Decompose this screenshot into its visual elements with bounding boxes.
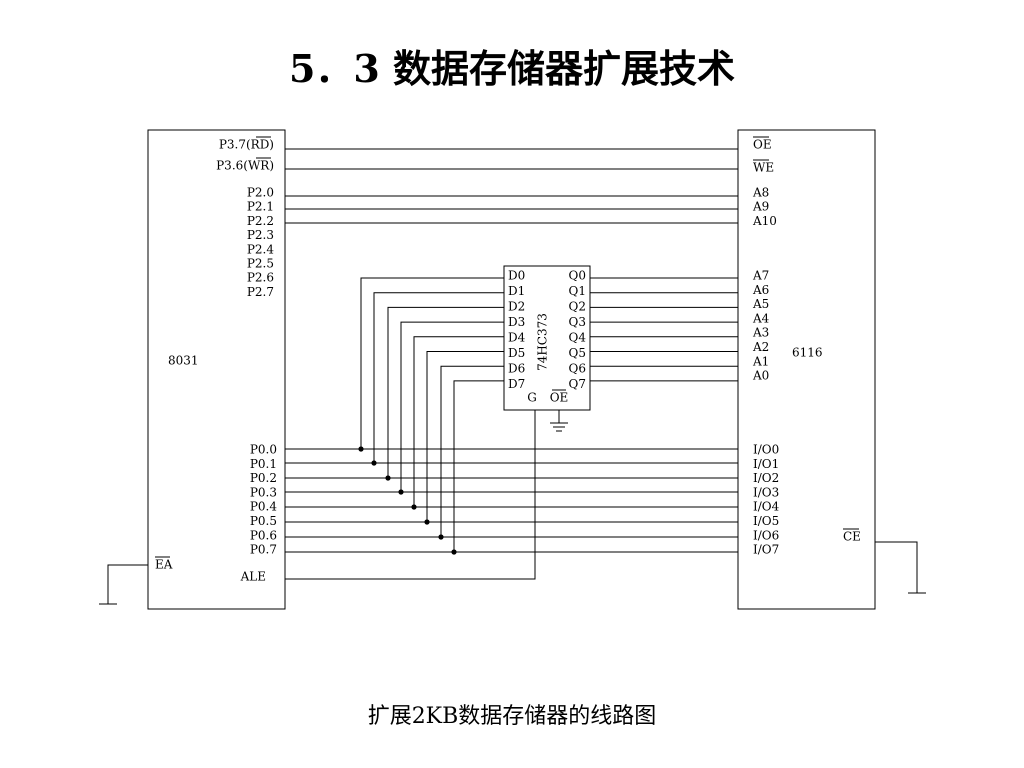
wire-ale-to-g bbox=[285, 410, 536, 580]
junction-dot bbox=[398, 489, 404, 495]
junction-dot bbox=[451, 549, 457, 555]
pin-label-6116-io3: I/O3 bbox=[753, 485, 779, 499]
pin-label-p0-2: P0.2 bbox=[250, 471, 277, 485]
page-title: 5．3 数据存储器扩展技术 bbox=[288, 46, 736, 91]
pin-label-p2-5: P2.5 bbox=[247, 257, 274, 271]
pin-label-6116-a9: A9 bbox=[752, 200, 769, 214]
pin-label-6116-a8: A8 bbox=[752, 186, 769, 200]
pin-label-p3-7-rd: P3.7(RD) bbox=[219, 138, 274, 152]
pin-label-6116-io4: I/O4 bbox=[753, 500, 780, 514]
pin-label-6116-io6: I/O6 bbox=[753, 528, 779, 542]
pin-label-6116-a3: A3 bbox=[752, 326, 769, 340]
wire-p0-1-to-d1 bbox=[373, 292, 504, 463]
pin-label-373-q1: Q1 bbox=[569, 284, 586, 298]
junction-dot bbox=[411, 504, 417, 510]
pin-label-p0-5: P0.5 bbox=[250, 514, 277, 528]
pin-label-373-d2: D2 bbox=[508, 300, 525, 314]
pin-label-ale: ALE bbox=[240, 570, 266, 584]
pin-label-373-d5: D5 bbox=[508, 346, 525, 360]
pin-label-373-q3: Q3 bbox=[569, 315, 586, 329]
chip-8031 bbox=[147, 129, 286, 610]
pin-label-373-d0: D0 bbox=[508, 269, 525, 283]
junction-dot bbox=[358, 446, 364, 452]
pin-label-6116-a0: A0 bbox=[752, 369, 769, 383]
pin-label-p2-4: P2.4 bbox=[247, 242, 275, 256]
pin-label-p3-6-wr: P3.6(WR) bbox=[216, 159, 274, 173]
pin-label-p0-4: P0.4 bbox=[250, 500, 278, 514]
pin-label-p0-3: P0.3 bbox=[250, 485, 277, 499]
pin-label-373-d6: D6 bbox=[508, 362, 525, 376]
wire-p0-5-to-d5 bbox=[426, 351, 504, 522]
wire-ce-ground bbox=[875, 541, 918, 593]
pin-label-p2-7: P2.7 bbox=[247, 285, 274, 299]
pin-label-6116-ce: CE bbox=[843, 530, 861, 544]
diagram-caption: 扩展2KB数据存储器的线路图 bbox=[367, 704, 657, 729]
wire-p0-4-to-d4 bbox=[413, 336, 504, 507]
pin-label-6116-a6: A6 bbox=[752, 283, 769, 297]
wire-p0-0-to-d0 bbox=[360, 277, 504, 449]
pin-label-373-oe: OE bbox=[550, 391, 569, 405]
pin-label-6116-io0: I/O0 bbox=[753, 443, 779, 457]
pin-label-p2-2: P2.2 bbox=[247, 214, 274, 228]
pin-label-p2-6: P2.6 bbox=[247, 271, 274, 285]
pin-label-373-q5: Q5 bbox=[569, 346, 586, 360]
pin-label-6116-a2: A2 bbox=[752, 340, 769, 354]
pin-label-373-q4: Q4 bbox=[569, 331, 587, 345]
pin-label-ea: EA bbox=[155, 558, 173, 572]
wire-p0-6-to-d6 bbox=[440, 365, 504, 537]
pin-label-6116-io7: I/O7 bbox=[753, 543, 779, 557]
pin-label-6116-io2: I/O2 bbox=[753, 471, 779, 485]
pin-label-p0-0: P0.0 bbox=[250, 443, 277, 457]
pin-label-6116-io1: I/O1 bbox=[753, 457, 779, 471]
pin-label-p2-3: P2.3 bbox=[247, 228, 274, 242]
pin-label-373-d4: D4 bbox=[508, 331, 526, 345]
pin-label-6116-a10: A10 bbox=[752, 214, 777, 228]
pin-label-373-d7: D7 bbox=[508, 377, 525, 391]
chip-74hc373 bbox=[503, 265, 591, 411]
chip-label-74hc373: 74HC373 bbox=[536, 313, 550, 371]
pin-label-373-q0: Q0 bbox=[569, 269, 586, 283]
junction-dot bbox=[371, 460, 377, 466]
pin-label-6116-io5: I/O5 bbox=[753, 514, 779, 528]
pin-label-p2-1: P2.1 bbox=[247, 200, 274, 214]
pin-label-373-g: G bbox=[527, 391, 537, 405]
wire-ea-ground bbox=[107, 564, 148, 604]
junction-dot bbox=[438, 534, 444, 540]
pin-label-6116-a1: A1 bbox=[752, 354, 769, 368]
pin-label-p2-0: P2.0 bbox=[247, 186, 274, 200]
junction-dot bbox=[424, 519, 430, 525]
junction-dot bbox=[385, 475, 391, 481]
pin-label-373-d3: D3 bbox=[508, 315, 525, 329]
wire-p0-3-to-d3 bbox=[400, 321, 504, 492]
pin-label-6116-a5: A5 bbox=[752, 297, 769, 311]
pin-label-373-q6: Q6 bbox=[569, 362, 586, 376]
pin-label-p0-6: P0.6 bbox=[250, 528, 277, 542]
pin-label-373-d1: D1 bbox=[508, 284, 525, 298]
wire-p0-2-to-d2 bbox=[387, 306, 504, 478]
pin-label-p0-7: P0.7 bbox=[250, 543, 277, 557]
pin-label-6116-oe: OE bbox=[753, 138, 772, 152]
pin-label-373-q2: Q2 bbox=[569, 300, 586, 314]
wire-p0-7-to-d7 bbox=[453, 380, 504, 552]
chip-label-8031: 8031 bbox=[168, 354, 199, 368]
pin-label-6116-a7: A7 bbox=[752, 269, 769, 283]
pin-label-6116-we: WE bbox=[753, 161, 774, 175]
pin-label-p0-1: P0.1 bbox=[250, 457, 277, 471]
chip-label-6116: 6116 bbox=[792, 346, 823, 360]
pin-label-373-q7: Q7 bbox=[569, 377, 586, 391]
pin-label-6116-a4: A4 bbox=[752, 311, 770, 325]
